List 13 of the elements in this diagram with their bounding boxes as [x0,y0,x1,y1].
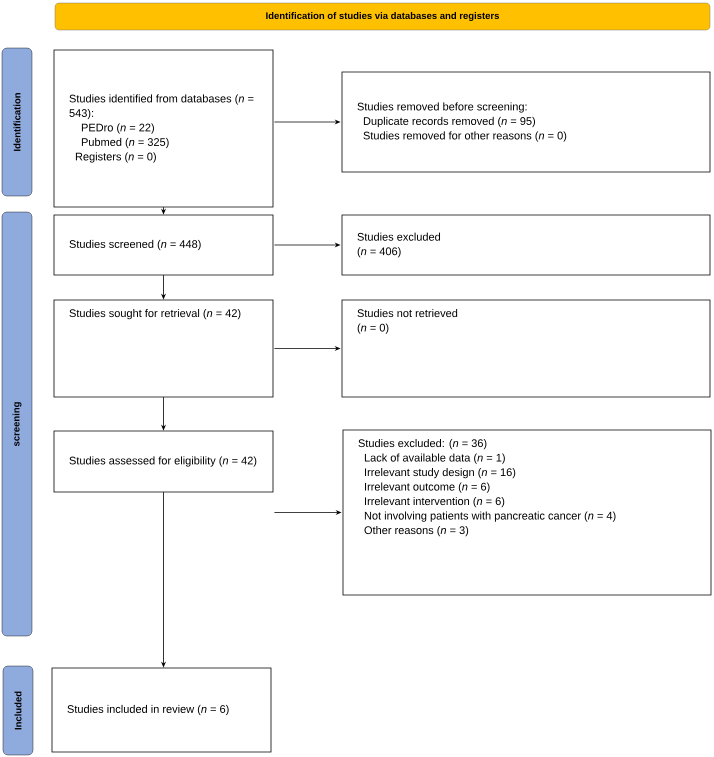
phase-label: screening [2,212,32,636]
process-box: Studies excluded (n = 406) [342,214,710,276]
process-box: Studies excluded: (n = 36) Lack of available data (n = 1) Irrelevant study design (n = 16) Irrelevant outcome (n = 6) Irrelevant intervention (n = 6) Not involving patients with pancreatic cancer (n = 4) Other reasons (n = 3) [342,430,712,596]
process-box: Studies screened (n = 448) [54,214,274,276]
section-header: Identification of studies via databases and registers [54,2,710,30]
phase-label: Included [2,666,34,756]
process-box: Studies removed before screening: Duplicate records removed (n = 95) Studies removed for other reasons (n = 0) [342,72,710,172]
process-box: Studies not retrieved (n = 0) [342,300,710,398]
phase-label: Identification [2,48,32,196]
process-box: Studies sought for retrieval (n = 42) [54,300,274,398]
process-box: Studies assessed for eligibility (n = 42) [54,430,274,492]
process-box: Studies identified from databases (n = 543): PEDro (n = 22) Pubmed (n = 325) Registers (n = 0) [54,50,274,208]
process-box: Studies included in review (n = 6) [52,668,272,752]
